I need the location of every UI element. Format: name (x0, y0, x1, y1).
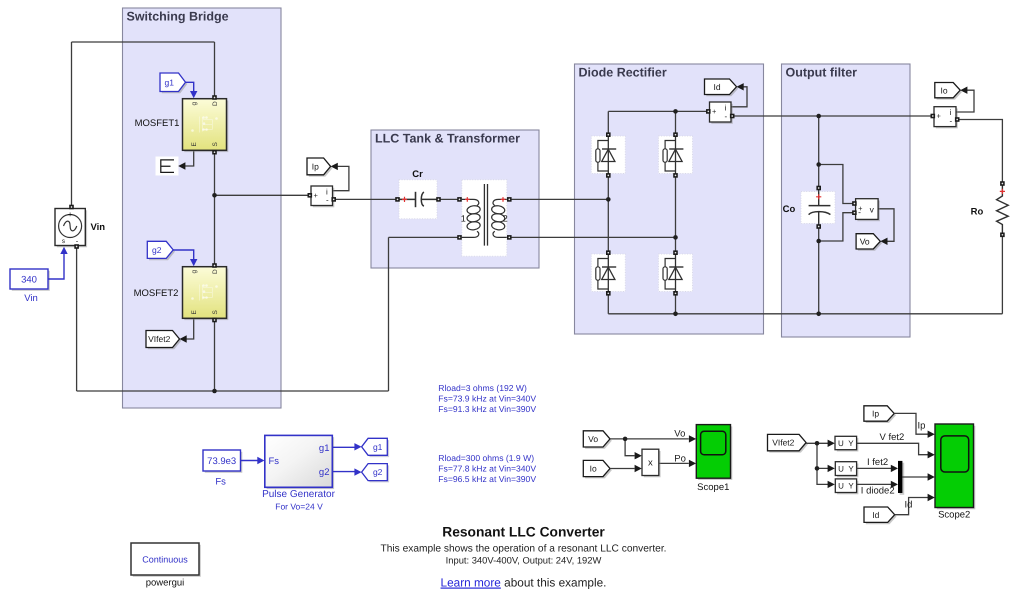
svg-text:g2: g2 (152, 245, 162, 255)
svg-text:For Vo=24 V: For Vo=24 V (275, 502, 323, 512)
svg-text:powergui: powergui (146, 578, 185, 589)
svg-text:Ip: Ip (872, 409, 879, 419)
svg-text:Vo: Vo (588, 434, 598, 444)
svg-text:Vo: Vo (674, 428, 685, 439)
svg-text:g1: g1 (165, 77, 175, 87)
svg-text:I fet2: I fet2 (867, 457, 888, 468)
svg-text:Pulse Generator: Pulse Generator (262, 489, 335, 500)
svg-text:Resonant LLC Converter: Resonant LLC Converter (442, 524, 605, 539)
svg-text:S: S (212, 309, 219, 314)
svg-text:MOSFET2: MOSFET2 (134, 288, 179, 299)
svg-text:g2: g2 (319, 467, 330, 478)
svg-text:i: i (725, 104, 727, 113)
svg-text:U Y: U Y (838, 439, 854, 448)
svg-text:Rload=300 ohms (1.9 W): Rload=300 ohms (1.9 W) (438, 453, 534, 463)
svg-text:+: + (314, 191, 319, 200)
svg-text:Id: Id (905, 500, 913, 511)
svg-text:VIfet2: VIfet2 (772, 438, 794, 448)
svg-text:g1: g1 (373, 442, 383, 452)
svg-text:S: S (212, 141, 219, 146)
svg-text:Rload=3 ohms (192 W): Rload=3 ohms (192 W) (438, 383, 527, 393)
svg-text:MOSFET1: MOSFET1 (135, 118, 180, 129)
svg-text:-: - (858, 207, 861, 217)
svg-text:73.9e3: 73.9e3 (207, 456, 236, 467)
svg-text:x: x (648, 458, 653, 469)
svg-text:-: - (950, 116, 953, 125)
svg-text:Scope1: Scope1 (697, 482, 729, 493)
svg-text:Fs=73.9 kHz at Vin=340V: Fs=73.9 kHz at Vin=340V (438, 393, 536, 403)
svg-text:U Y: U Y (838, 482, 854, 491)
svg-text:Fs=91.3 kHz at Vin=390V: Fs=91.3 kHz at Vin=390V (438, 404, 536, 414)
svg-text:g: g (191, 102, 198, 106)
svg-text:Id: Id (713, 82, 720, 92)
svg-text:E: E (191, 141, 198, 146)
svg-text:I diode2: I diode2 (861, 485, 895, 496)
svg-text:Ro: Ro (971, 207, 984, 218)
svg-text:Output filter: Output filter (786, 66, 858, 80)
svg-text:Po: Po (674, 453, 686, 464)
svg-text:+: + (712, 107, 717, 116)
svg-text:Io: Io (940, 85, 947, 95)
svg-text:E: E (191, 309, 198, 314)
svg-text:Io: Io (590, 464, 597, 474)
svg-text:Cr: Cr (412, 169, 423, 180)
svg-text:-: - (725, 112, 728, 121)
svg-text:i: i (950, 108, 952, 117)
svg-text:Continuous: Continuous (142, 554, 188, 564)
svg-text:+: + (937, 112, 942, 121)
svg-text:Vin: Vin (91, 222, 106, 233)
svg-text:D: D (212, 101, 219, 106)
svg-text:g1: g1 (319, 443, 330, 454)
svg-text:Diode Rectifier: Diode Rectifier (579, 66, 667, 80)
svg-text:Fs=77.8 kHz at Vin=340V: Fs=77.8 kHz at Vin=340V (438, 463, 536, 473)
svg-text:v: v (870, 204, 875, 214)
svg-text:-: - (76, 237, 79, 246)
svg-text:Co: Co (783, 204, 796, 215)
svg-text:Learn more about this example.: Learn more about this example. (441, 576, 607, 590)
svg-text:LLC Tank & Transformer: LLC Tank & Transformer (375, 132, 520, 146)
svg-text:V fet2: V fet2 (880, 432, 905, 443)
svg-text:Vo: Vo (860, 236, 870, 246)
svg-text:Fs: Fs (215, 476, 226, 487)
svg-text:Fs: Fs (269, 456, 280, 467)
svg-text:+: + (858, 204, 863, 213)
svg-text:g2: g2 (373, 467, 383, 477)
svg-text:Scope2: Scope2 (938, 509, 970, 520)
svg-text:-: - (326, 196, 329, 205)
svg-text:Ip: Ip (312, 162, 319, 172)
svg-text:+: + (68, 210, 73, 219)
svg-text:Vin: Vin (24, 293, 38, 304)
svg-text:U Y: U Y (838, 465, 854, 474)
svg-text:This example shows the operati: This example shows the operation of a re… (381, 543, 667, 554)
svg-text:Fs=96.5 kHz at Vin=390V: Fs=96.5 kHz at Vin=390V (438, 474, 536, 484)
svg-text:340: 340 (21, 275, 37, 286)
svg-text:s: s (62, 238, 66, 245)
svg-text:i: i (326, 188, 328, 197)
svg-text:VIfet2: VIfet2 (148, 334, 170, 344)
svg-text:Input: 340V-400V, Output: 24V,: Input: 340V-400V, Output: 24V, 192W (446, 555, 602, 566)
svg-text:D: D (212, 269, 219, 274)
svg-text:1: 1 (461, 214, 466, 224)
svg-text:g: g (191, 270, 198, 274)
svg-text:Switching Bridge: Switching Bridge (127, 10, 229, 24)
svg-text:Ip: Ip (918, 421, 926, 432)
svg-text:Id: Id (872, 510, 879, 520)
svg-text:2: 2 (503, 214, 508, 224)
